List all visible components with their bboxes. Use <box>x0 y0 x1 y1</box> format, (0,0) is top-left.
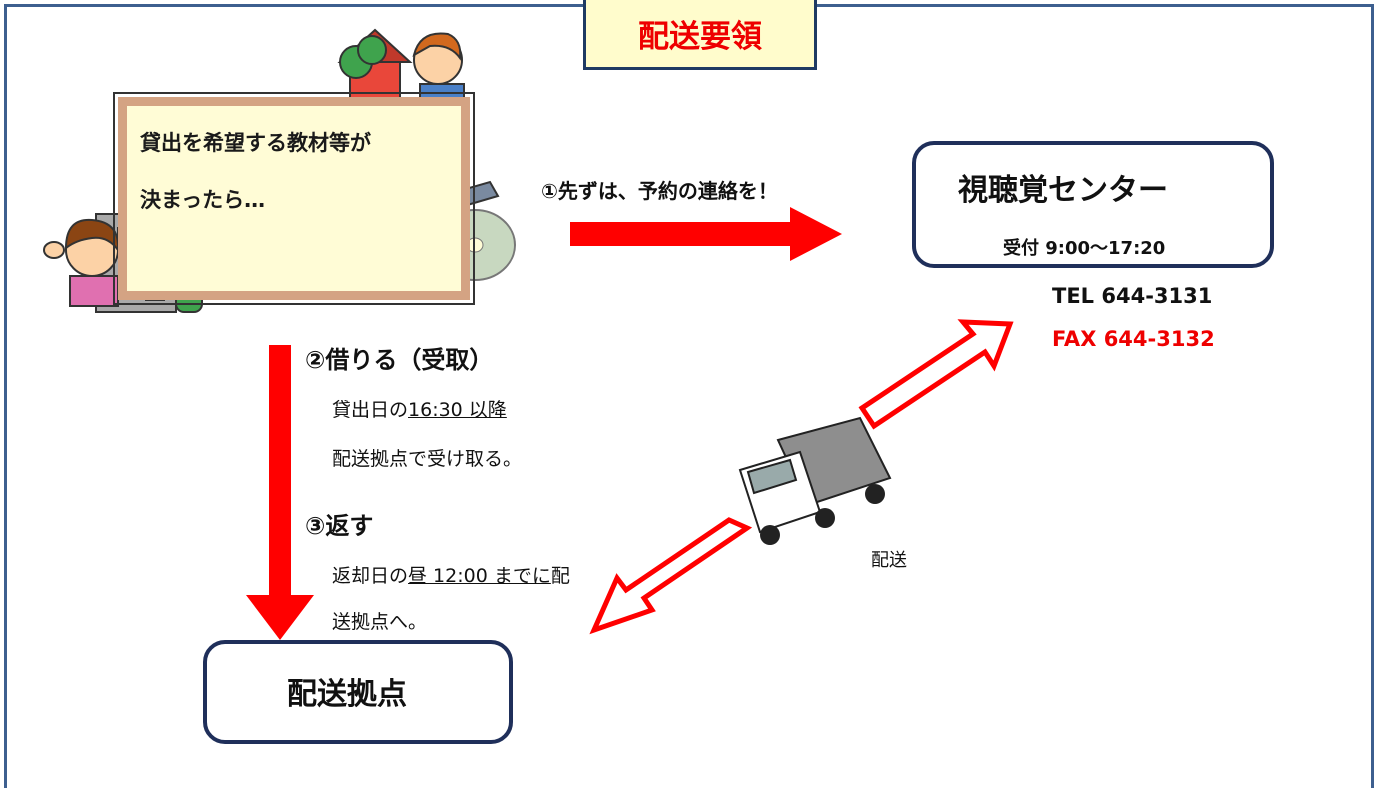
page-title: 配送要領 <box>583 0 817 70</box>
step3-line1: 返却日の昼 12:00 までに配 <box>332 561 570 588</box>
base-node <box>203 640 513 744</box>
arrow-down <box>246 345 314 640</box>
person-top-icon <box>337 28 465 109</box>
request-bubble <box>113 92 475 305</box>
bubble-line-2: 決まったら… <box>140 188 266 212</box>
arrow-step1 <box>570 207 842 261</box>
step2-heading: ②借りる（受取） <box>305 346 494 374</box>
center-hours: 受付 9:00～17:20 <box>1003 238 1166 259</box>
step3-suffix: 配 <box>550 565 570 587</box>
center-node <box>912 141 1274 268</box>
center-tel: TEL 644-3131 <box>1052 284 1213 308</box>
step2-line2: 配送拠点で受け取る。 <box>332 448 523 470</box>
step2-time: 16:30 以降 <box>408 399 507 421</box>
arrow-delivery-up <box>858 319 1014 430</box>
step1-label: ①先ずは、予約の連絡を！ <box>541 179 778 203</box>
step3-heading: ③返す <box>305 512 374 540</box>
delivery-label: 配送 <box>871 550 907 571</box>
arrow-delivery-down <box>589 517 753 635</box>
step2-prefix: 貸出日の <box>332 399 409 421</box>
step3-prefix: 返却日の <box>332 565 409 587</box>
base-name: 配送拠点 <box>287 677 407 712</box>
step3-time: 昼 12:00 までに <box>408 565 551 587</box>
center-name: 視聴覚センター <box>958 173 1168 208</box>
center-fax: FAX 644-3132 <box>1052 327 1215 351</box>
step2-line1: 貸出日の16:30 以降 <box>332 395 507 422</box>
truck-icon <box>738 416 892 545</box>
step3-line2: 送拠点へ。 <box>332 611 428 633</box>
bubble-line-1: 貸出を希望する教材等が <box>140 131 371 155</box>
